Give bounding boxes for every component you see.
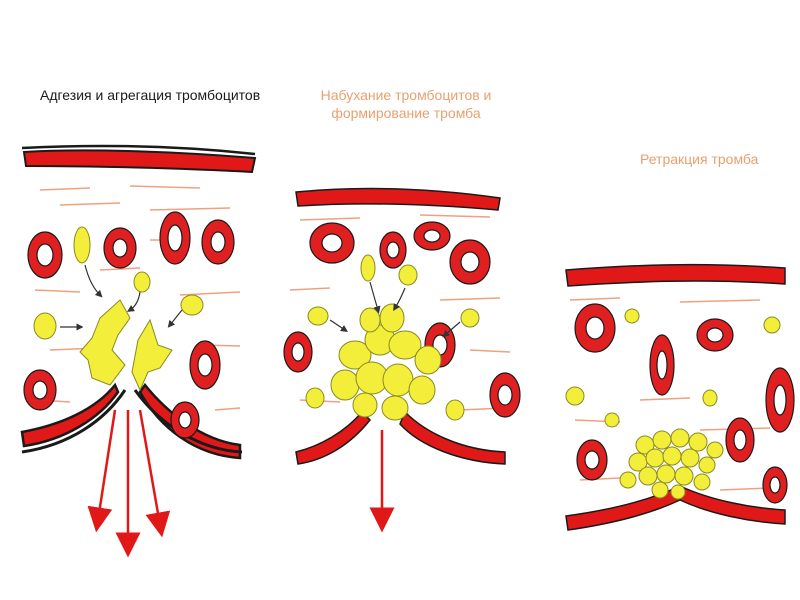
stage3-caption: Ретракция тромба (640, 151, 759, 167)
red-blood-cells (283, 221, 521, 418)
stage3-panel (565, 263, 795, 531)
vessel-wall-bottom (565, 485, 786, 531)
stage1-panel (20, 144, 257, 558)
stage2-panel (283, 187, 521, 533)
vessel-wall-top (295, 187, 501, 211)
thrombus-mass (330, 303, 442, 421)
vessel-wall-top (565, 263, 786, 287)
platelet-aggregate-right (131, 318, 173, 392)
platelets (565, 308, 781, 500)
red-blood-cells (574, 303, 795, 504)
vessel-wall-bottom-left (295, 410, 372, 465)
platelets (305, 254, 480, 421)
stage2-caption: Набухание тромбоцитов и формирование тро… (320, 87, 492, 121)
platelet-aggregate-left (79, 299, 131, 386)
vessel-wall-bottom-left (20, 382, 120, 448)
platelets (33, 226, 204, 392)
bleeding-arrows (87, 409, 171, 558)
red-blood-cells (23, 211, 235, 439)
retracted-clot (619, 428, 724, 500)
vessel-wall-bottom-right (399, 410, 506, 465)
vessel-wall-top (22, 149, 257, 174)
stage1-caption: Адгезия и агрегация тромбоцитов (40, 87, 261, 103)
